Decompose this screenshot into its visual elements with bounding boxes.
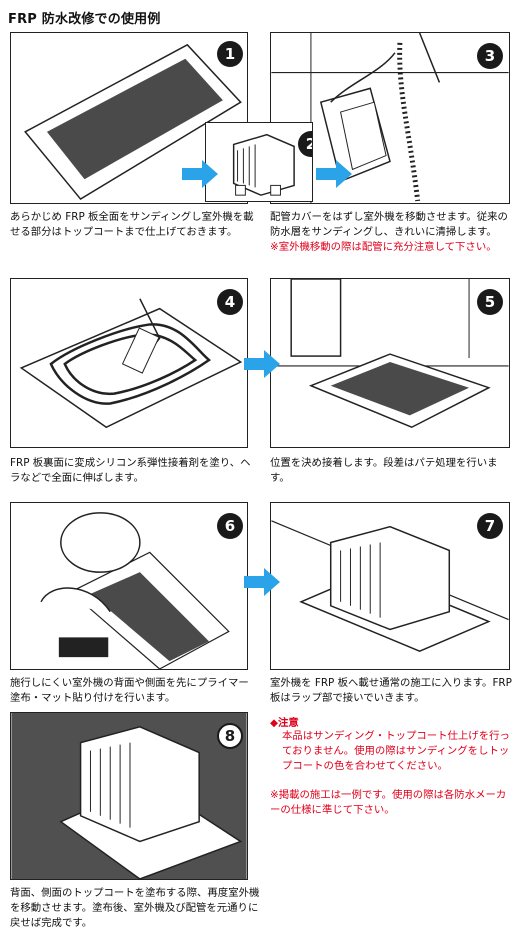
step-4-illustration: 4 (10, 278, 248, 448)
step-3-illustration: 3 (270, 32, 510, 204)
step-6-illustration: 6 (10, 502, 248, 670)
notes-line-2: ※掲載の施工は一例です。使用の際は各防水メーカーの仕様に準じて下さい。 (270, 789, 507, 816)
notes-heading: ◆注意 (270, 717, 299, 729)
step-6-caption: 施行しにくい室外機の背面や側面を先にプライマー塗布・マット貼り付けを行います。 (10, 677, 249, 704)
step-number-1: 1 (217, 41, 243, 67)
step-number-3: 3 (477, 43, 503, 69)
step-5-caption: 位置を決め接着します。段差はパテ処理を行います。 (270, 457, 498, 484)
step-number-6: 6 (217, 513, 243, 539)
step-number-5: 5 (477, 289, 503, 315)
step-8-caption: 背面、側面のトップコートを塗布する際、再度室外機を移動させます。塗布後、室外機及… (10, 887, 260, 929)
step-1-caption: あらかじめ FRP 板全面をサンディングし室外機を載せる部分はトップコートまで仕… (10, 211, 254, 238)
step-number-7: 7 (477, 513, 503, 539)
step-8-illustration: 8 (10, 712, 248, 880)
step-1-illustration: 1 (10, 32, 248, 204)
page-title: FRP 防水改修での使用例 (8, 12, 161, 27)
step-5-illustration: 5 (270, 278, 510, 448)
step-2-illustration: 2 (205, 122, 313, 202)
step-7-caption: 室外機を FRP 板へ載せ通常の施工に入ります。FRP 板はラップ部で接いでいき… (270, 677, 512, 704)
step-4-caption: FRP 板裏面に変成シリコン系弾性接着剤を塗り、ヘラなどで全面に伸ばします。 (10, 457, 251, 484)
arrow-icon (244, 568, 280, 596)
step-7-illustration: 7 (270, 502, 510, 670)
step-number-4: 4 (217, 289, 243, 315)
step-3-caption: 配管カバーをはずし室外機を移動させます。従来の防水層をサンディングし、きれいに清… (270, 210, 514, 255)
arrow-icon (182, 160, 218, 188)
step-3-caption-text: 配管カバーをはずし室外機を移動させます。従来の防水層をサンディングし、きれいに清… (270, 211, 508, 238)
arrow-icon (316, 160, 352, 188)
arrow-icon (244, 350, 280, 378)
notes-section: ◆注意 本品はサンディング・トップコート仕上げを行っておりません。使用の際はサン… (270, 714, 514, 818)
notes-line-1: 本品はサンディング・トップコート仕上げを行っておりません。使用の際はサンディング… (282, 730, 510, 772)
step-number-2: 2 (298, 131, 312, 157)
step-3-warning: ※室外機移動の際は配管に充分注意して下さい。 (270, 241, 497, 253)
step-number-8: 8 (217, 723, 243, 749)
